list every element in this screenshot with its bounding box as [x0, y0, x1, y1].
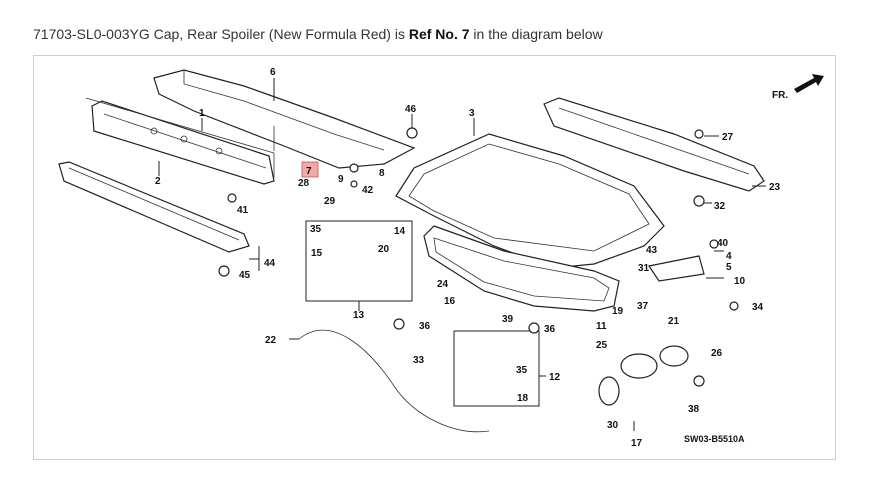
release-cable: [298, 329, 490, 433]
label-17[interactable]: 17: [631, 438, 643, 449]
label-36b[interactable]: 36: [544, 324, 556, 335]
label-45[interactable]: 45: [239, 270, 251, 281]
label-28[interactable]: 28: [298, 178, 310, 189]
rear-garnish-part: [543, 97, 765, 192]
label-10[interactable]: 10: [734, 276, 746, 287]
label-6[interactable]: 6: [270, 67, 276, 78]
label-21[interactable]: 21: [668, 316, 680, 327]
label-26[interactable]: 26: [711, 348, 723, 359]
caption-ref-number: Ref No. 7: [408, 26, 470, 42]
lock-assembly-box: [305, 220, 413, 302]
rear-spoiler-part: [153, 69, 416, 169]
diagram-frame: 6 1 2 3 46 7 28 9 8 42 29 41 44 45 35 14…: [33, 55, 836, 460]
label-18[interactable]: 18: [517, 393, 529, 404]
ref-7-highlight[interactable]: [301, 161, 319, 178]
label-32[interactable]: 32: [714, 201, 726, 212]
label-30[interactable]: 30: [607, 420, 619, 431]
label-15[interactable]: 15: [311, 248, 323, 259]
spoiler-rail-part: [85, 97, 275, 185]
label-38[interactable]: 38: [688, 404, 700, 415]
label-13[interactable]: 13: [353, 310, 365, 321]
label-35a[interactable]: 35: [310, 224, 322, 235]
label-7[interactable]: 7: [306, 166, 312, 177]
front-direction-label: FR.: [772, 90, 788, 101]
label-46[interactable]: 46: [405, 104, 417, 115]
label-35b[interactable]: 35: [516, 365, 528, 376]
label-16[interactable]: 16: [444, 296, 456, 307]
front-arrow-icon: [794, 74, 824, 93]
trunk-lid-part: [395, 133, 665, 269]
caption-is-text: is: [390, 26, 409, 42]
label-20[interactable]: 20: [378, 244, 390, 255]
label-29[interactable]: 29: [324, 196, 336, 207]
label-11[interactable]: 11: [596, 321, 607, 332]
label-1[interactable]: 1: [199, 108, 205, 119]
label-14[interactable]: 14: [394, 226, 406, 237]
label-43[interactable]: 43: [646, 245, 658, 256]
label-44[interactable]: 44: [264, 258, 276, 269]
actuator-box: [453, 330, 540, 407]
label-37[interactable]: 37: [637, 301, 649, 312]
label-36a[interactable]: 36: [419, 321, 431, 332]
drawing-code: SW03-B5510A: [684, 434, 745, 444]
key-cylinder-part: [598, 345, 689, 406]
label-22[interactable]: 22: [265, 335, 277, 346]
label-4[interactable]: 4: [726, 251, 732, 262]
label-33[interactable]: 33: [413, 355, 425, 366]
fastener-parts: [218, 127, 739, 387]
label-27[interactable]: 27: [722, 132, 734, 143]
label-25[interactable]: 25: [596, 340, 608, 351]
caption-part-description: 71703-SL0-003YG Cap, Rear Spoiler (New F…: [33, 26, 391, 42]
label-3[interactable]: 3: [469, 108, 475, 119]
hinge-part: [648, 255, 705, 282]
page-caption: 71703-SL0-003YG Cap, Rear Spoiler (New F…: [33, 26, 603, 42]
label-19[interactable]: 19: [612, 306, 624, 317]
label-40[interactable]: 40: [717, 238, 729, 249]
front-direction-indicator: FR.: [772, 74, 824, 101]
label-24[interactable]: 24: [437, 279, 449, 290]
label-39[interactable]: 39: [502, 314, 514, 325]
weatherstrip-part: [423, 225, 620, 312]
label-23[interactable]: 23: [769, 182, 781, 193]
label-8[interactable]: 8: [379, 168, 385, 179]
label-5[interactable]: 5: [726, 262, 732, 273]
parts-diagram: 6 1 2 3 46 7 28 9 8 42 29 41 44 45 35 14…: [58, 67, 824, 449]
label-12[interactable]: 12: [549, 372, 561, 383]
lower-garnish-part: [58, 161, 250, 253]
caption-suffix: in the diagram below: [469, 26, 603, 42]
label-31[interactable]: 31: [638, 263, 650, 274]
label-34[interactable]: 34: [752, 302, 764, 313]
leader-lines: [158, 78, 766, 431]
label-42[interactable]: 42: [362, 185, 374, 196]
label-2[interactable]: 2: [155, 176, 161, 187]
label-41[interactable]: 41: [237, 205, 249, 216]
label-9[interactable]: 9: [338, 174, 344, 185]
